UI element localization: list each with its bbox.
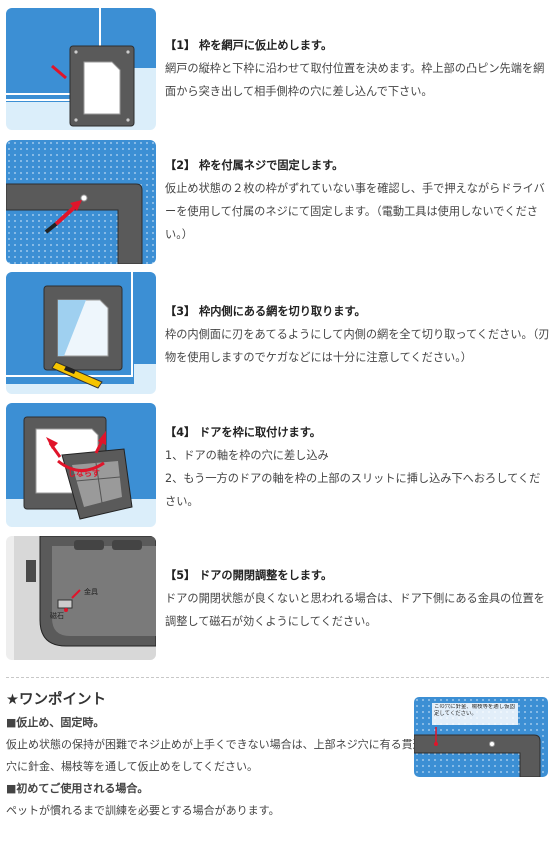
step-1-body: 網戸の縦枠と下枠に沿わせて取付位置を決めます。枠上部の凸ピン先端を網面から突き出… (165, 62, 545, 98)
step-4-line-2: 2、もう一方のドアの軸を枠の上部のスリットに挿し込み下へおろしてください。 (165, 472, 541, 508)
step-3-illustration (6, 272, 156, 394)
step-4: しならす 【4】 ドアを枠に取付けます。 1、ドアの軸を枠の穴に差し込み 2、も… (0, 403, 555, 527)
step-2: 【2】 枠を付属ネジで固定します。 仮止め状態の２枚の枠がずれていない事を確認し… (0, 140, 555, 264)
step-5-magnet-label: 磁石 (50, 611, 64, 620)
step-4-line-1: 1、ドアの軸を枠の穴に差し込み (165, 449, 329, 462)
onepoint-illustration-note: この穴に針金、楊枝等を通し仮固定してください。 (434, 704, 515, 717)
step-3-title: 【3】 枠内側にある網を切り取ります。 (165, 305, 366, 318)
step-2-title: 【2】 枠を付属ネジで固定します。 (165, 159, 344, 172)
step-4-bend-label: しならす (68, 469, 100, 478)
step-5-illustration: 金具 磁石 (6, 536, 156, 660)
step-3: 【3】 枠内側にある網を切り取ります。 枠の内側面に刃をあてるようにして内側の網… (0, 272, 555, 394)
step-1-title: 【1】 枠を網戸に仮止めします。 (165, 39, 333, 52)
onepoint-subheading-1: ■仮止め、固定時。 (6, 716, 105, 729)
step-5-body: ドアの開閉状態が良くないと思われる場合は、ドア下側にある金具の位置を調整して磁石… (165, 592, 545, 628)
onepoint-text-2: ペットが慣れるまで訓練を必要とする場合があります。 (6, 804, 280, 817)
section-divider (6, 677, 549, 678)
step-1-illustration (6, 8, 156, 130)
onepoint-text-1: 仮止め状態の保持が困難でネジ止めが上手くできない場合は、上部ネジ穴に有る貫通穴に… (6, 738, 424, 773)
step-5-bracket-label: 金具 (84, 587, 98, 596)
step-4-title: 【4】 ドアを枠に取付けます。 (165, 426, 321, 439)
step-2-illustration (6, 140, 156, 264)
step-4-illustration: しならす (6, 403, 156, 527)
onepoint-section: ★ワンポイント ■仮止め、固定時。 仮止め状態の保持が困難でネジ止めが上手くでき… (6, 688, 426, 822)
onepoint-subheading-2: ■初めてご使用される場合。 (6, 782, 149, 795)
step-2-body: 仮止め状態の２枚の枠がずれていない事を確認し、手で押えながらドライバーを使用して… (165, 182, 545, 241)
step-5-title: 【5】 ドアの開閉調整をします。 (165, 569, 333, 582)
onepoint-heading: ★ワンポイント (6, 692, 106, 708)
step-3-body: 枠の内側面に刃をあてるようにして内側の網を全て切り取ってください。（刃物を使用し… (165, 328, 550, 364)
step-5: 金具 磁石 【5】 ドアの開閉調整をします。 ドアの開閉状態が良くないと思われる… (0, 536, 555, 660)
step-1: 【1】 枠を網戸に仮止めします。 網戸の縦枠と下枠に沿わせて取付位置を決めます。… (0, 8, 555, 130)
onepoint-illustration: この穴に針金、楊枝等を通し仮固定してください。 (414, 697, 548, 777)
